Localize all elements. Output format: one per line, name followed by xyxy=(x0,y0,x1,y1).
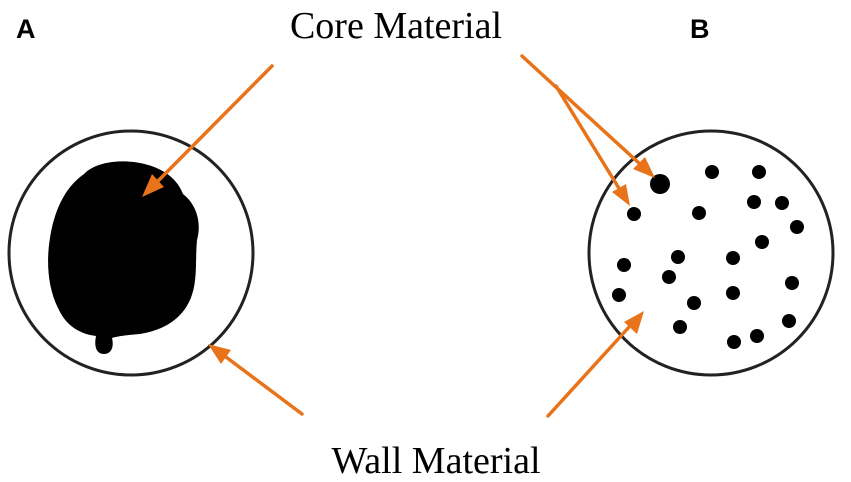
wall-arrow-a xyxy=(208,344,304,416)
capsule-a xyxy=(7,129,255,377)
capsule-b-core-dot xyxy=(790,220,804,234)
capsule-b-core-dot xyxy=(617,258,631,272)
capsule-b-core-dot xyxy=(662,270,676,284)
capsule-b-core-dot xyxy=(692,206,706,220)
core-material-label: Core Material xyxy=(290,5,502,47)
capsule-b-core-dot xyxy=(705,165,719,179)
capsule-b-core-dot xyxy=(775,196,789,210)
capsule-b-core-dot xyxy=(671,250,685,264)
panel-letter-b: B xyxy=(690,14,710,44)
core-arrow-b-1 xyxy=(520,54,655,178)
capsule-b-core-dot xyxy=(726,286,740,300)
capsule-b-core-dot xyxy=(650,174,670,194)
capsule-b-core-dot xyxy=(785,276,799,290)
core-arrow-b-2 xyxy=(554,84,630,206)
capsule-b-core-dot xyxy=(612,288,626,302)
capsule-b-core-dot xyxy=(687,296,701,310)
capsule-b xyxy=(587,129,835,377)
wall-material-label: Wall Material xyxy=(331,440,540,482)
capsule-b-core-dot xyxy=(755,235,769,249)
capsule-b-core-dot xyxy=(727,335,741,349)
core-arrow-a xyxy=(142,64,274,197)
wall-arrow-b xyxy=(546,311,644,418)
capsule-b-core-dot xyxy=(752,165,766,179)
panel-letter-a: A xyxy=(16,14,36,44)
capsule-a-core xyxy=(48,161,199,354)
capsule-b-core-dot xyxy=(782,314,796,328)
capsule-b-core-dot xyxy=(673,320,687,334)
capsule-b-wall xyxy=(587,129,835,377)
capsule-b-core-dot xyxy=(747,195,761,209)
capsule-b-core-dot xyxy=(627,207,641,221)
capsule-b-core-dot xyxy=(726,251,740,265)
capsule-b-core-dot xyxy=(750,329,764,343)
